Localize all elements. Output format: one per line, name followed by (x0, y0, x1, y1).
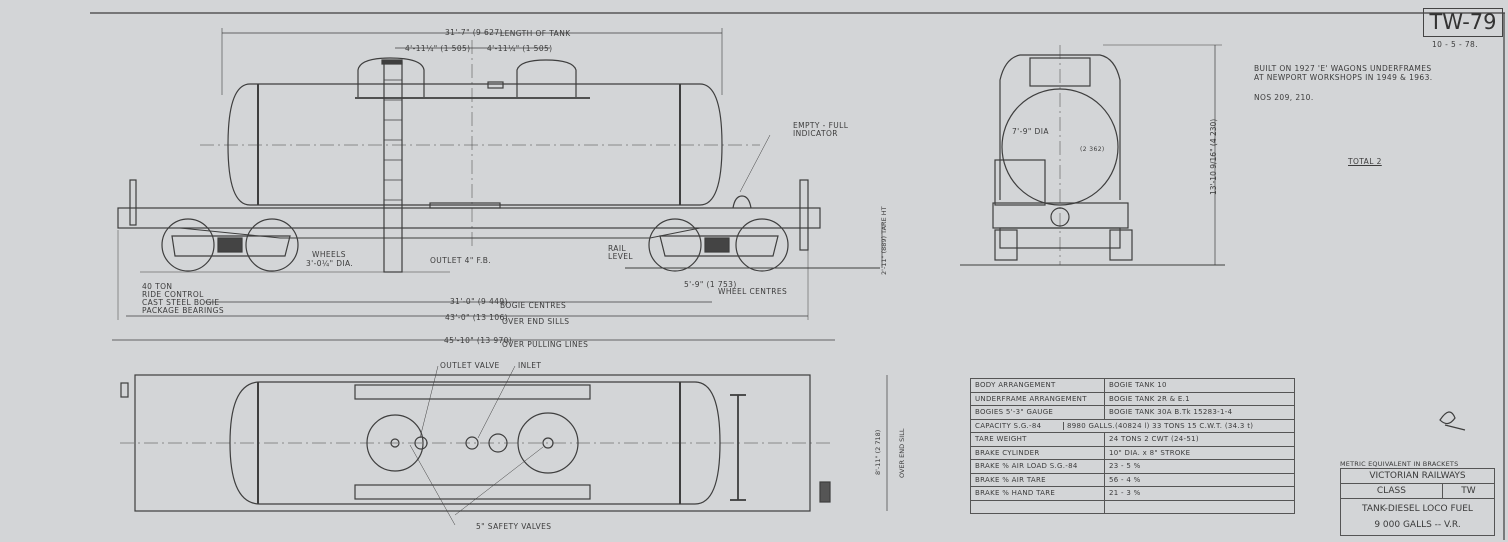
outlet-label: OUTLET 4" F.B. (430, 256, 492, 265)
tank-length-dim: 31'-7" (9 627) (445, 28, 503, 37)
note-built-2: AT NEWPORT WORKSHOPS IN 1949 & 1963. (1254, 73, 1433, 82)
note-total: TOTAL 2 (1348, 157, 1382, 166)
bogie-centres-label: BOGIE CENTRES (500, 301, 567, 310)
rail-level-1: RAIL (608, 244, 627, 253)
tank-body (227, 83, 723, 206)
class-value: TW (1441, 483, 1496, 499)
left-bogie (161, 218, 299, 272)
over-end-sills-dim: 43'-0" (13 106) (445, 313, 509, 322)
railway-name: VICTORIAN RAILWAYS (1340, 468, 1495, 484)
dome-spacing-left: 4'-11¼" (1 505) (405, 44, 471, 53)
note-numbers: Nos 209, 210. (1254, 93, 1314, 102)
dome-spacing-right: 4'-11¼" (1 505) (487, 44, 553, 53)
wheels-label-1: WHEELS (312, 250, 346, 259)
overall-height-dim: 13'-10 9/16" (4 230) (1209, 118, 1218, 195)
plan-width-dim: 8'-11" (2 718) (874, 429, 882, 475)
tare-height-dim: 2'-11" (889) TARE HT (880, 206, 888, 275)
title-block: METRIC EQUIVALENT IN BRACKETS VICTORIAN … (1340, 460, 1496, 536)
wheel-centres-label: WHEEL CENTRES (718, 287, 788, 296)
wagon-description: TANK-DIESEL LOCO FUEL (1362, 504, 1473, 514)
tank-diameter-metric: (2 362) (1080, 146, 1105, 153)
metric-note: METRIC EQUIVALENT IN BRACKETS (1340, 460, 1459, 468)
safety-valves-label: 5" SAFETY VALVES (476, 522, 552, 531)
wheels-label-2: 3'-0¼" DIA. (306, 259, 354, 268)
bogie-note-1: 40 TON (142, 282, 173, 291)
note-built-1: BUILT ON 1927 'E' WAGONS UNDERFRAMES (1254, 64, 1432, 73)
bogie-note-2: RIDE CONTROL (142, 290, 204, 299)
end-view (960, 44, 1225, 266)
outlet-valve-label: OUTLET VALVE (440, 361, 500, 370)
over-pulling-lines-label: OVER PULLING LINES (502, 340, 589, 349)
plan-view (120, 365, 888, 526)
table-row (970, 499, 1295, 514)
over-pulling-lines-dim: 45'-10" (13 970) (444, 336, 513, 345)
right-dome (516, 59, 577, 97)
wheel-centres-dim: 5'-9" (1 753) (684, 280, 737, 289)
bogie-note-4: PACKAGE BEARINGS (142, 306, 225, 315)
class-label: CLASS (1340, 483, 1443, 499)
drawing-date: 10 - 5 - 78. (1432, 40, 1478, 49)
wagon-capacity: 9 000 GALLS -- V.R. (1374, 520, 1461, 530)
tank-length-label: LENGTH OF TANK (500, 29, 571, 38)
bogie-note-3: CAST STEEL BOGIE (142, 298, 220, 307)
bogie-centres-dim: 31'-0" (9 449) (450, 297, 508, 306)
left-dome (357, 57, 425, 97)
empty-full-label-1: EMPTY - FULL (793, 121, 849, 130)
right-bogie (648, 218, 789, 272)
inlet-label: INLET (518, 361, 542, 370)
ladder (383, 61, 403, 273)
plan-width-label: OVER END SILL (898, 428, 906, 478)
signature (1439, 411, 1466, 431)
over-end-sills-label: OVER END SILLS (502, 317, 570, 326)
drawing-number: TW-79 (1423, 8, 1503, 37)
tank-diameter: 7'-9" DIA (1012, 127, 1049, 136)
underframe (117, 207, 821, 229)
rail-level-2: LEVEL (608, 252, 633, 261)
side-view (112, 28, 883, 341)
empty-full-label-2: INDICATOR (793, 129, 838, 138)
